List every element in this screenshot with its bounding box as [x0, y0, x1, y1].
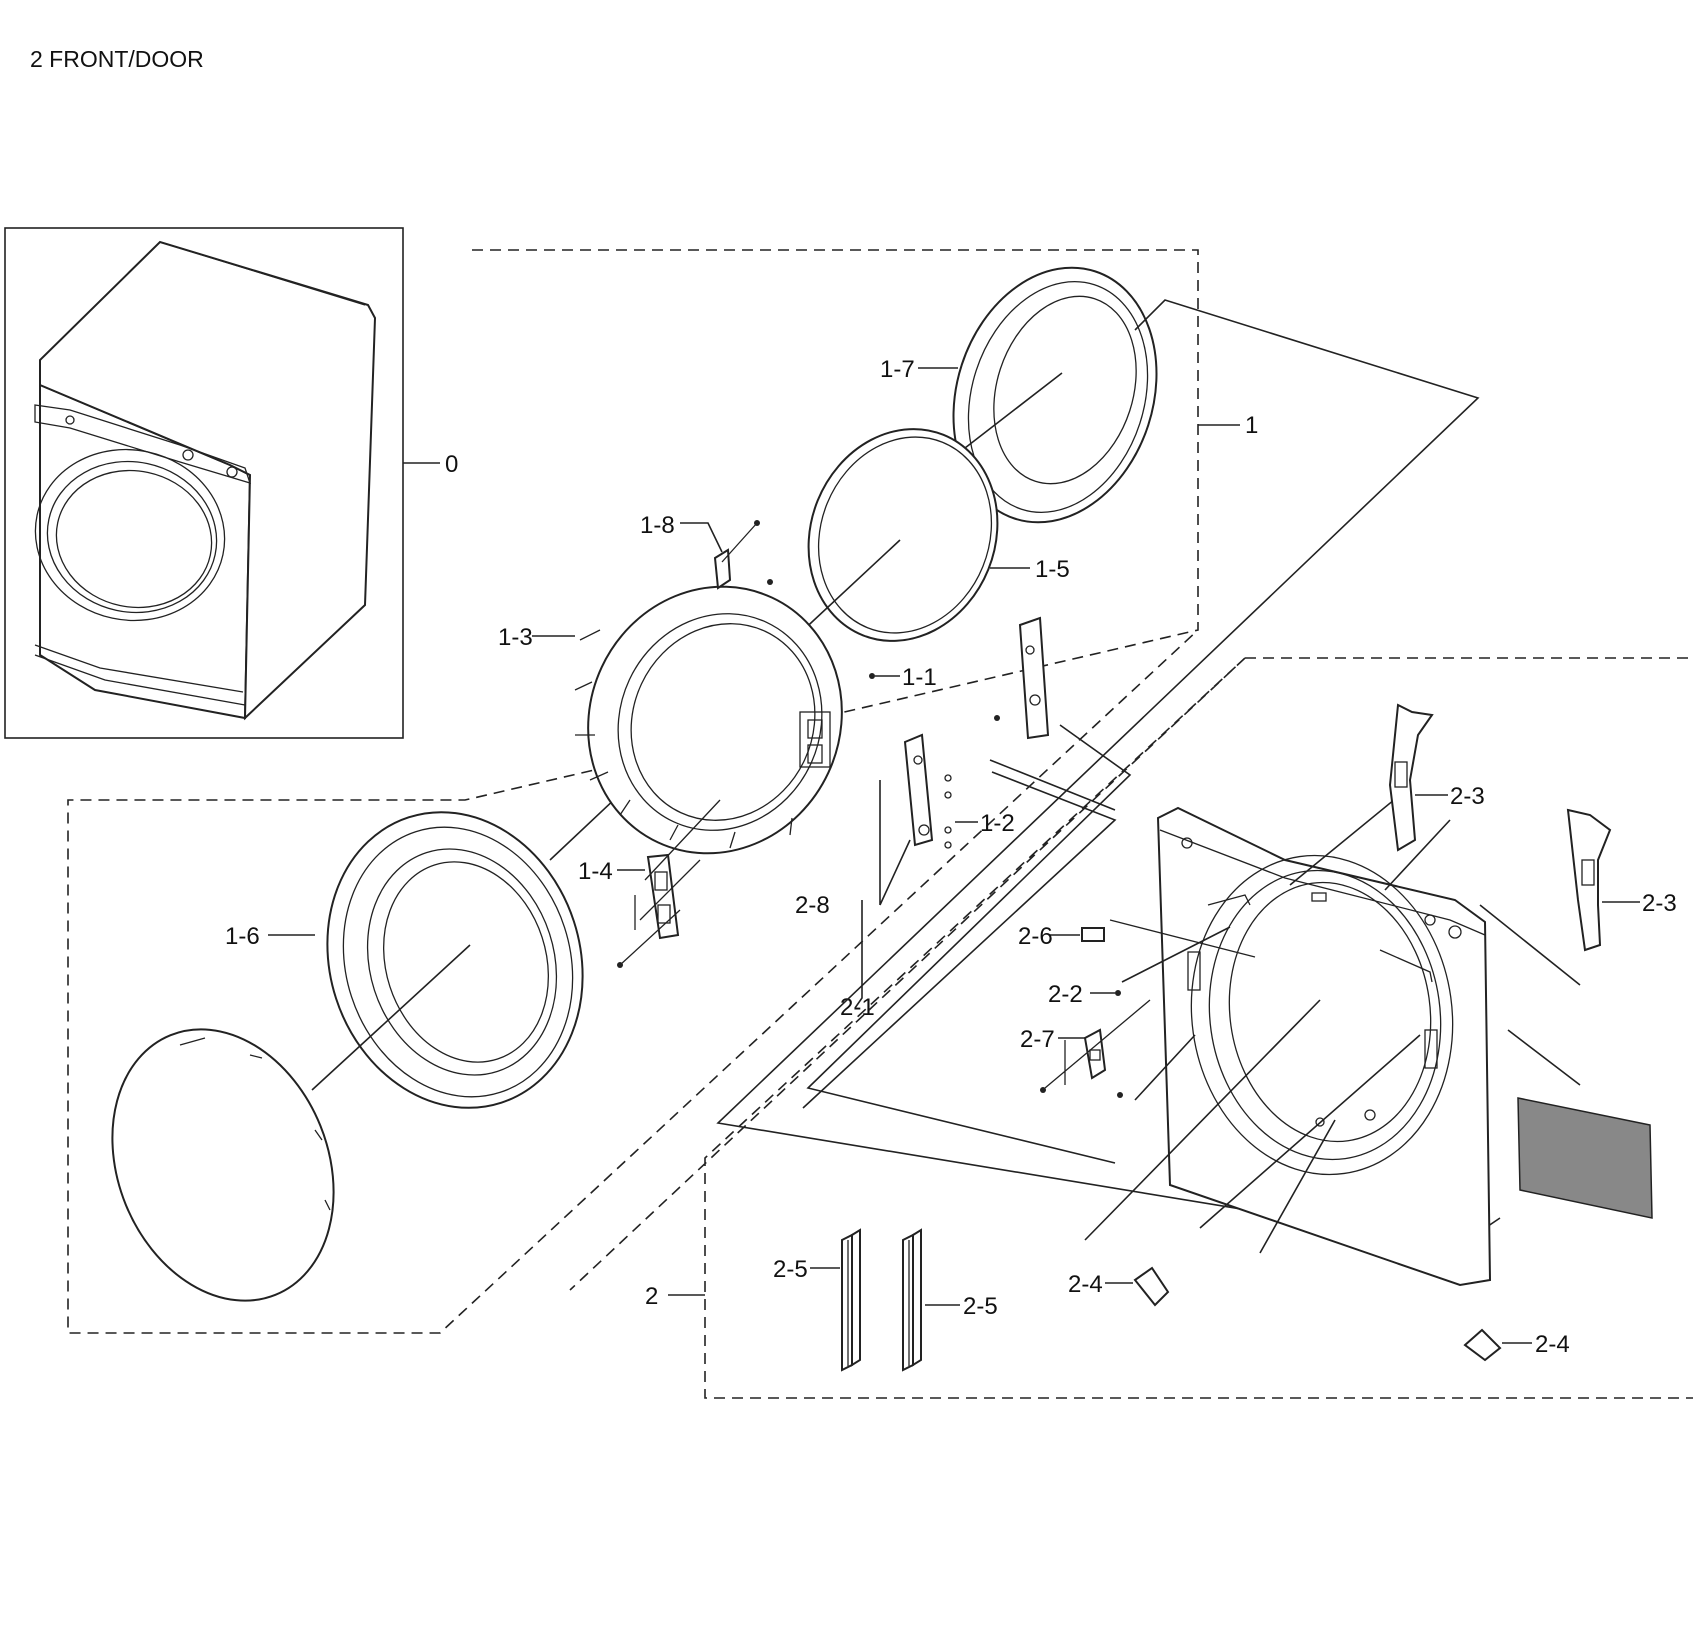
callout-1-2: 1-2	[980, 810, 1015, 837]
assembly-1-boundary	[67, 249, 1199, 1334]
part-2-5-strip-a	[841, 1228, 861, 1372]
part-door-glass	[111, 1028, 335, 1302]
part-2-3-bracket-lower	[1566, 808, 1612, 952]
callout-1-6: 1-6	[225, 923, 260, 950]
part-1-7-door-trim	[952, 266, 1158, 524]
callout-2-1: 2-1	[840, 994, 875, 1021]
part-2-4-foot-upper	[1133, 1266, 1170, 1307]
part-front-panel	[1156, 806, 1492, 1287]
callout-1-8: 1-8	[640, 512, 675, 539]
callout-2-8: 2-8	[795, 892, 830, 919]
callout-2-3a: 2-3	[1450, 783, 1485, 810]
callout-1-4: 1-4	[578, 858, 613, 885]
callout-2-4b: 2-4	[1535, 1331, 1570, 1358]
callout-2-3b: 2-3	[1642, 890, 1677, 917]
part-1-4-hinge	[617, 799, 721, 968]
part-2-4-foot-lower	[1463, 1328, 1502, 1362]
callout-2-7: 2-7	[1020, 1026, 1055, 1053]
part-2-7-clip	[1040, 999, 1151, 1098]
assembly-0-overview	[4, 227, 404, 739]
callout-2-4a: 2-4	[1068, 1271, 1103, 1298]
page-title: 2 FRONT/DOOR	[30, 46, 204, 72]
callout-2: 2	[645, 1283, 658, 1310]
part-1-8-latch	[713, 520, 773, 590]
callout-2-5b: 2-5	[963, 1293, 998, 1320]
callout-2-2: 2-2	[1048, 981, 1083, 1008]
part-2-6-sensor	[1081, 919, 1256, 958]
part-upper-bracket	[994, 616, 1050, 740]
callout-1-5: 1-5	[1035, 556, 1070, 583]
part-1-2-hinge-bracket	[903, 733, 952, 849]
part-1-6-inner-door	[326, 811, 584, 1109]
part-2-3-bracket-upper	[1388, 703, 1434, 852]
assembly-2-boundary	[569, 657, 1693, 1399]
callout-0: 0	[445, 451, 458, 478]
part-1-5-door-seal	[807, 428, 999, 642]
part-lint-screen	[1517, 1097, 1653, 1219]
callout-1-1: 1-1	[902, 664, 937, 691]
callout-1: 1	[1245, 412, 1258, 439]
callout-2-5a: 2-5	[773, 1256, 808, 1283]
callout-1-7: 1-7	[880, 356, 915, 383]
part-2-5-strip-b	[902, 1228, 922, 1372]
callout-1-3: 1-3	[498, 624, 533, 651]
callout-2-6: 2-6	[1018, 923, 1053, 950]
part-1-3-door-frame	[574, 585, 843, 855]
